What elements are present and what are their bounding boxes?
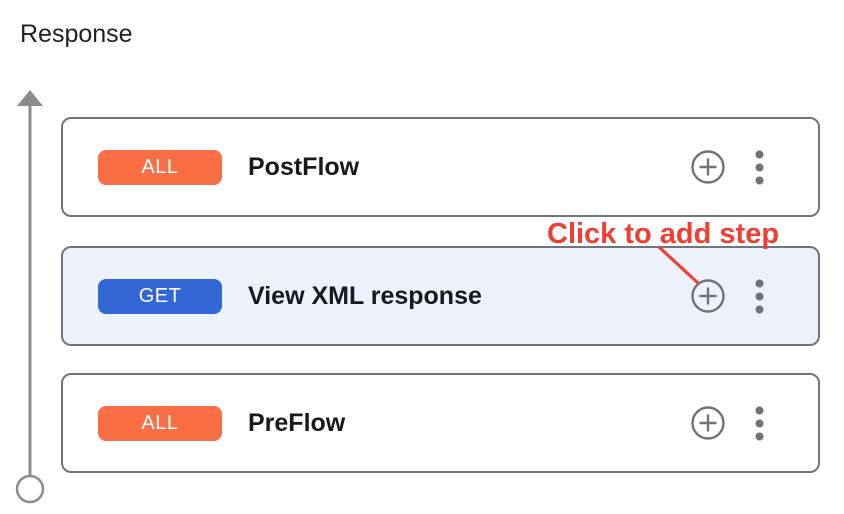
add-step-button[interactable]	[689, 404, 727, 442]
flow-card-label: View XML response	[248, 281, 482, 310]
method-badge: ALL	[98, 405, 222, 441]
method-badge: ALL	[98, 149, 222, 185]
kebab-menu-icon	[755, 406, 763, 440]
flow-card-view-xml-response[interactable]: GET View XML response	[61, 246, 820, 346]
add-step-button[interactable]	[689, 148, 727, 186]
flow-card-label: PostFlow	[248, 152, 360, 181]
add-step-button[interactable]	[689, 277, 727, 315]
flow-card-label: PreFlow	[248, 408, 346, 437]
flow-card-postflow[interactable]: ALL PostFlow	[61, 117, 820, 217]
flow-card-preflow[interactable]: ALL PreFlow	[61, 373, 820, 473]
more-options-button[interactable]	[753, 277, 765, 315]
annotation-text: Click to add step	[547, 218, 780, 250]
plus-circle-icon	[691, 150, 725, 184]
plus-circle-icon	[691, 406, 725, 440]
more-options-button[interactable]	[753, 148, 765, 186]
section-title: Response	[20, 20, 133, 48]
plus-circle-icon	[691, 279, 725, 313]
kebab-menu-icon	[755, 279, 763, 313]
method-badge: GET	[98, 278, 222, 314]
kebab-menu-icon	[755, 150, 763, 184]
more-options-button[interactable]	[753, 404, 765, 442]
